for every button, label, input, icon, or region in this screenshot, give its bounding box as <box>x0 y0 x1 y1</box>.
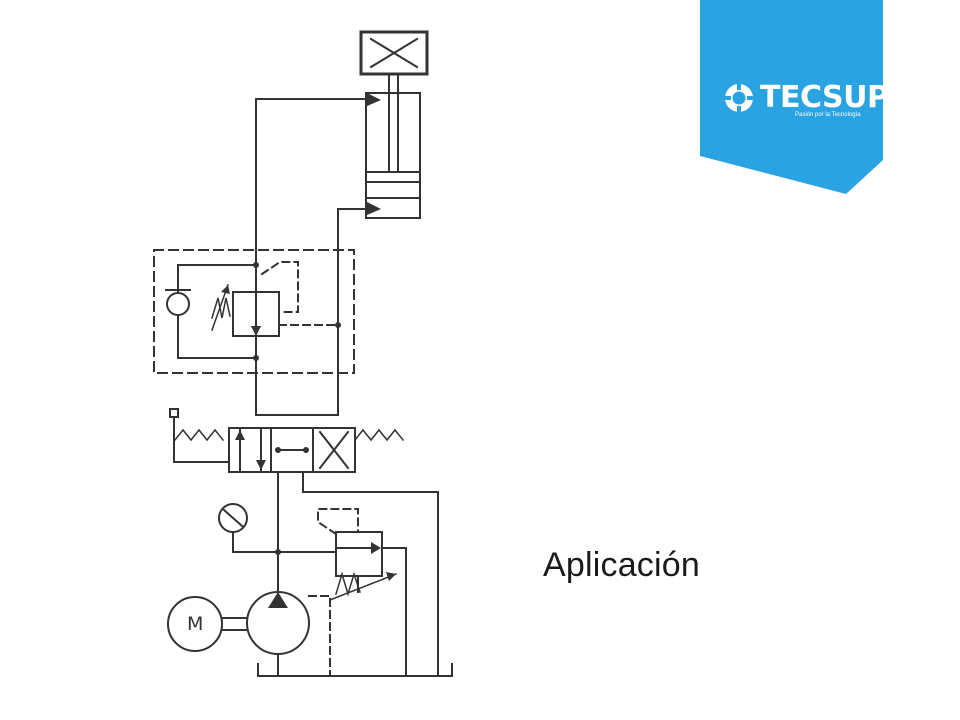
pump-drain-line <box>308 595 331 675</box>
tank-return-line <box>302 471 439 675</box>
hydraulic-cylinder <box>365 92 421 219</box>
pressure-relief-valve-module <box>211 261 339 337</box>
electric-motor <box>167 596 248 652</box>
directional-control-valve <box>169 408 405 473</box>
pressure-relief-valve <box>317 508 407 675</box>
check-valve <box>165 264 191 359</box>
logo-background <box>700 0 883 194</box>
tank <box>257 663 453 677</box>
logo-tagline: Pasión por la Tecnología <box>795 112 861 118</box>
check-valve-bypass <box>177 264 257 359</box>
line-to-directional-valve <box>255 372 339 416</box>
line-cylinder-top <box>255 98 367 416</box>
motor-label: M <box>187 613 204 635</box>
logo-brand: TECSUP <box>760 80 889 115</box>
tecsup-emblem-icon <box>723 82 755 114</box>
slide-caption: Aplicación <box>543 546 700 584</box>
line-cylinder-bottom <box>337 208 367 416</box>
valve-module-boundary <box>153 249 355 374</box>
pressure-gauge <box>218 503 337 553</box>
hydraulic-pump <box>246 591 310 675</box>
load-block <box>359 30 429 76</box>
